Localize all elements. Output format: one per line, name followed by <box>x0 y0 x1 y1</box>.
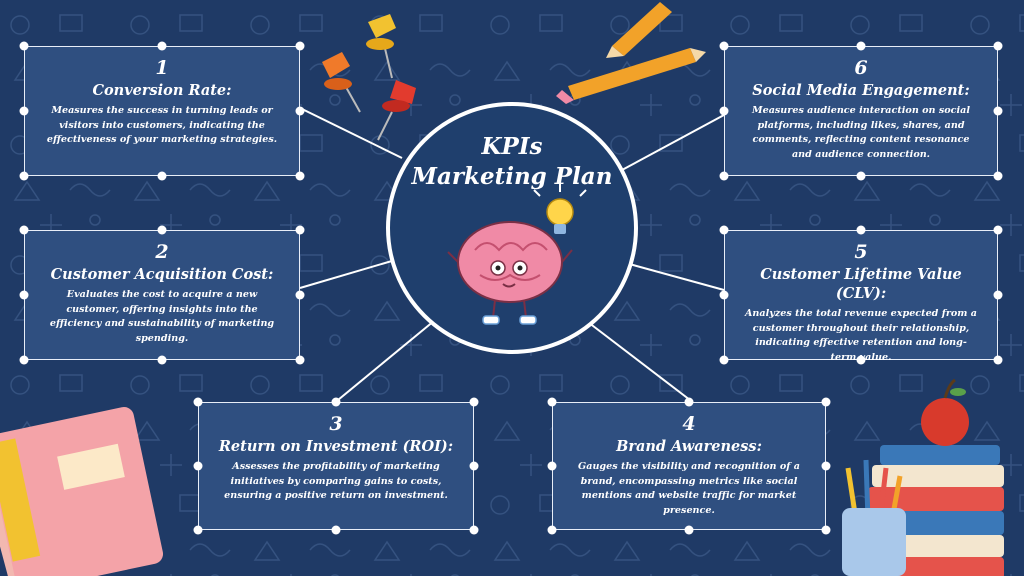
corner-dot <box>684 397 694 407</box>
center-title-line1: KPIs <box>481 133 543 160</box>
kpi-number: 6 <box>854 57 868 79</box>
corner-dot <box>547 397 557 407</box>
kpi-card-1: 1 Conversion Rate: Measures the success … <box>24 46 300 176</box>
corner-dot <box>821 397 831 407</box>
corner-dot <box>295 106 305 116</box>
corner-dot <box>295 225 305 235</box>
corner-dot <box>993 290 1003 300</box>
corner-dot <box>19 41 29 51</box>
corner-dot <box>856 171 866 181</box>
corner-dot <box>157 41 167 51</box>
kpi-title: Social Media Engagement: <box>752 82 970 99</box>
connector-2 <box>299 257 403 289</box>
kpi-description: Evaluates the cost to acquire a new cust… <box>49 289 275 344</box>
corner-dot <box>821 525 831 535</box>
connector-1 <box>299 107 403 159</box>
corner-dot <box>993 106 1003 116</box>
kpi-number: 1 <box>155 57 169 79</box>
corner-dot <box>719 355 729 365</box>
corner-dot <box>19 355 29 365</box>
corner-dot <box>856 355 866 365</box>
corner-dot <box>719 171 729 181</box>
corner-dot <box>19 106 29 116</box>
corner-dot <box>684 525 694 535</box>
corner-dot <box>295 290 305 300</box>
kpi-title: Conversion Rate: <box>92 82 232 99</box>
corner-dot <box>331 525 341 535</box>
corner-dot <box>157 225 167 235</box>
corner-dot <box>821 461 831 471</box>
corner-dot <box>193 461 203 471</box>
kpi-description: Assesses the profitability of marketing … <box>224 461 448 501</box>
connector-4 <box>579 315 691 401</box>
corner-dot <box>547 461 557 471</box>
connector-3 <box>337 315 441 401</box>
corner-dot <box>719 290 729 300</box>
kpi-number: 5 <box>854 241 868 263</box>
corner-dot <box>856 41 866 51</box>
lightbulb-icon <box>533 184 587 234</box>
corner-dot <box>193 397 203 407</box>
corner-dot <box>295 41 305 51</box>
kpi-title: Return on Investment (ROI): <box>218 438 454 455</box>
corner-dot <box>547 525 557 535</box>
corner-dot <box>993 225 1003 235</box>
corner-dot <box>157 355 167 365</box>
corner-dot <box>19 290 29 300</box>
corner-dot <box>993 41 1003 51</box>
corner-dot <box>469 461 479 471</box>
corner-dot <box>19 225 29 235</box>
corner-dot <box>193 525 203 535</box>
corner-dot <box>856 225 866 235</box>
kpi-title: Brand Awareness: <box>616 438 762 455</box>
center-title-line2: Marketing Plan <box>411 163 613 190</box>
kpi-card-2: 2 Customer Acquisition Cost: Evaluates t… <box>24 230 300 360</box>
kpi-title: Customer Acquisition Cost: <box>50 266 274 283</box>
connector-6 <box>621 114 725 171</box>
corner-dot <box>719 225 729 235</box>
kpi-title: Customer Lifetime Value (CLV): <box>760 266 962 302</box>
kpi-card-6: 6 Social Media Engagement: Measures audi… <box>724 46 998 176</box>
corner-dot <box>331 397 341 407</box>
brain-icon <box>447 221 573 325</box>
corner-dot <box>719 106 729 116</box>
kpi-card-3: 3 Return on Investment (ROI): Assesses t… <box>198 402 474 530</box>
kpi-description: Gauges the visibility and recognition of… <box>578 461 800 516</box>
corner-dot <box>993 355 1003 365</box>
corner-dot <box>993 171 1003 181</box>
corner-dot <box>469 397 479 407</box>
kpi-description: Measures audience interaction on social … <box>751 105 971 160</box>
kpi-number: 4 <box>682 413 696 435</box>
corner-dot <box>295 171 305 181</box>
corner-dot <box>295 355 305 365</box>
kpi-number: 2 <box>155 241 169 263</box>
corner-dot <box>469 525 479 535</box>
kpi-description: Measures the success in turning leads or… <box>46 105 278 145</box>
corner-dot <box>157 171 167 181</box>
kpi-card-4: 4 Brand Awareness: Gauges the visibility… <box>552 402 826 530</box>
corner-dot <box>19 171 29 181</box>
kpi-card-5: 5 Customer Lifetime Value (CLV): Analyze… <box>724 230 998 363</box>
kpi-number: 3 <box>329 413 343 435</box>
connector-5 <box>621 261 725 291</box>
corner-dot <box>719 41 729 51</box>
center-title: KPIs Marketing Plan <box>392 132 632 192</box>
